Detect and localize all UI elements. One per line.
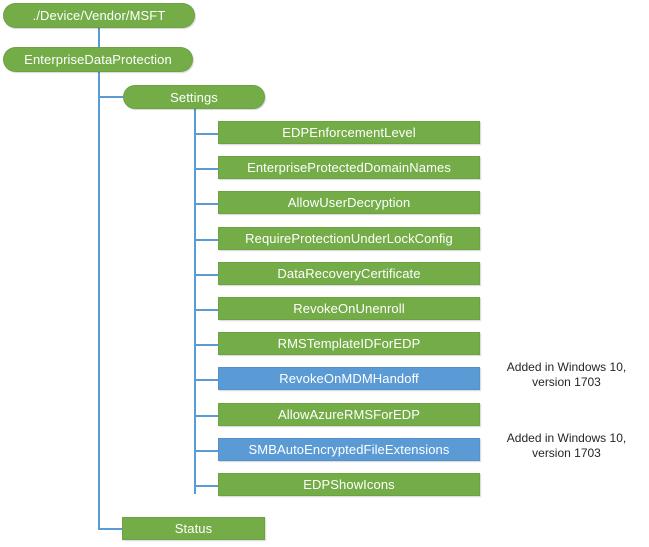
connector-spine-to-child (194, 203, 218, 205)
connector-main-trunk (98, 72, 100, 529)
annotation-added-in-version-7: Added in Windows 10, version 1703 (506, 360, 627, 389)
connector-root-to-trunk (98, 27, 100, 48)
node-status[interactable]: Status (122, 517, 265, 540)
connector-spine-to-child (194, 450, 218, 452)
node-setting-7[interactable]: RevokeOnMDMHandoff (218, 367, 480, 390)
connector-settings-to-spine (194, 108, 196, 131)
connector-trunk-to-settings (98, 96, 125, 98)
connector-spine-to-child (194, 379, 218, 381)
node-setting-8[interactable]: AllowAzureRMSForEDP (218, 403, 480, 426)
connector-spine-to-child (194, 239, 218, 241)
node-setting-1[interactable]: EnterpriseProtectedDomainNames (218, 156, 480, 179)
node-setting-9[interactable]: SMBAutoEncryptedFileExtensions (218, 438, 480, 461)
node-setting-4[interactable]: DataRecoveryCertificate (218, 262, 480, 285)
annotation-added-in-version-9: Added in Windows 10, version 1703 (506, 431, 627, 460)
node-setting-5[interactable]: RevokeOnUnenroll (218, 297, 480, 320)
node-enterprise-data-protection[interactable]: EnterpriseDataProtection (3, 47, 193, 72)
connector-spine-to-child (194, 309, 218, 311)
node-setting-2[interactable]: AllowUserDecryption (218, 191, 480, 214)
connector-spine-to-child (194, 485, 218, 487)
connector-trunk-to-status (98, 528, 124, 530)
node-settings[interactable]: Settings (123, 85, 265, 109)
node-setting-0[interactable]: EDPEnforcementLevel (218, 121, 480, 144)
connector-child-spine (194, 120, 196, 494)
node-root[interactable]: ./Device/Vendor/MSFT (3, 3, 195, 28)
connector-spine-to-child (194, 344, 218, 346)
connector-spine-to-child (194, 274, 218, 276)
node-setting-10[interactable]: EDPShowIcons (218, 473, 480, 496)
node-setting-6[interactable]: RMSTemplateIDForEDP (218, 332, 480, 355)
connector-spine-to-child (194, 415, 218, 417)
connector-spine-to-child (194, 133, 218, 135)
connector-spine-to-child (194, 168, 218, 170)
node-setting-3[interactable]: RequireProtectionUnderLockConfig (218, 227, 480, 250)
